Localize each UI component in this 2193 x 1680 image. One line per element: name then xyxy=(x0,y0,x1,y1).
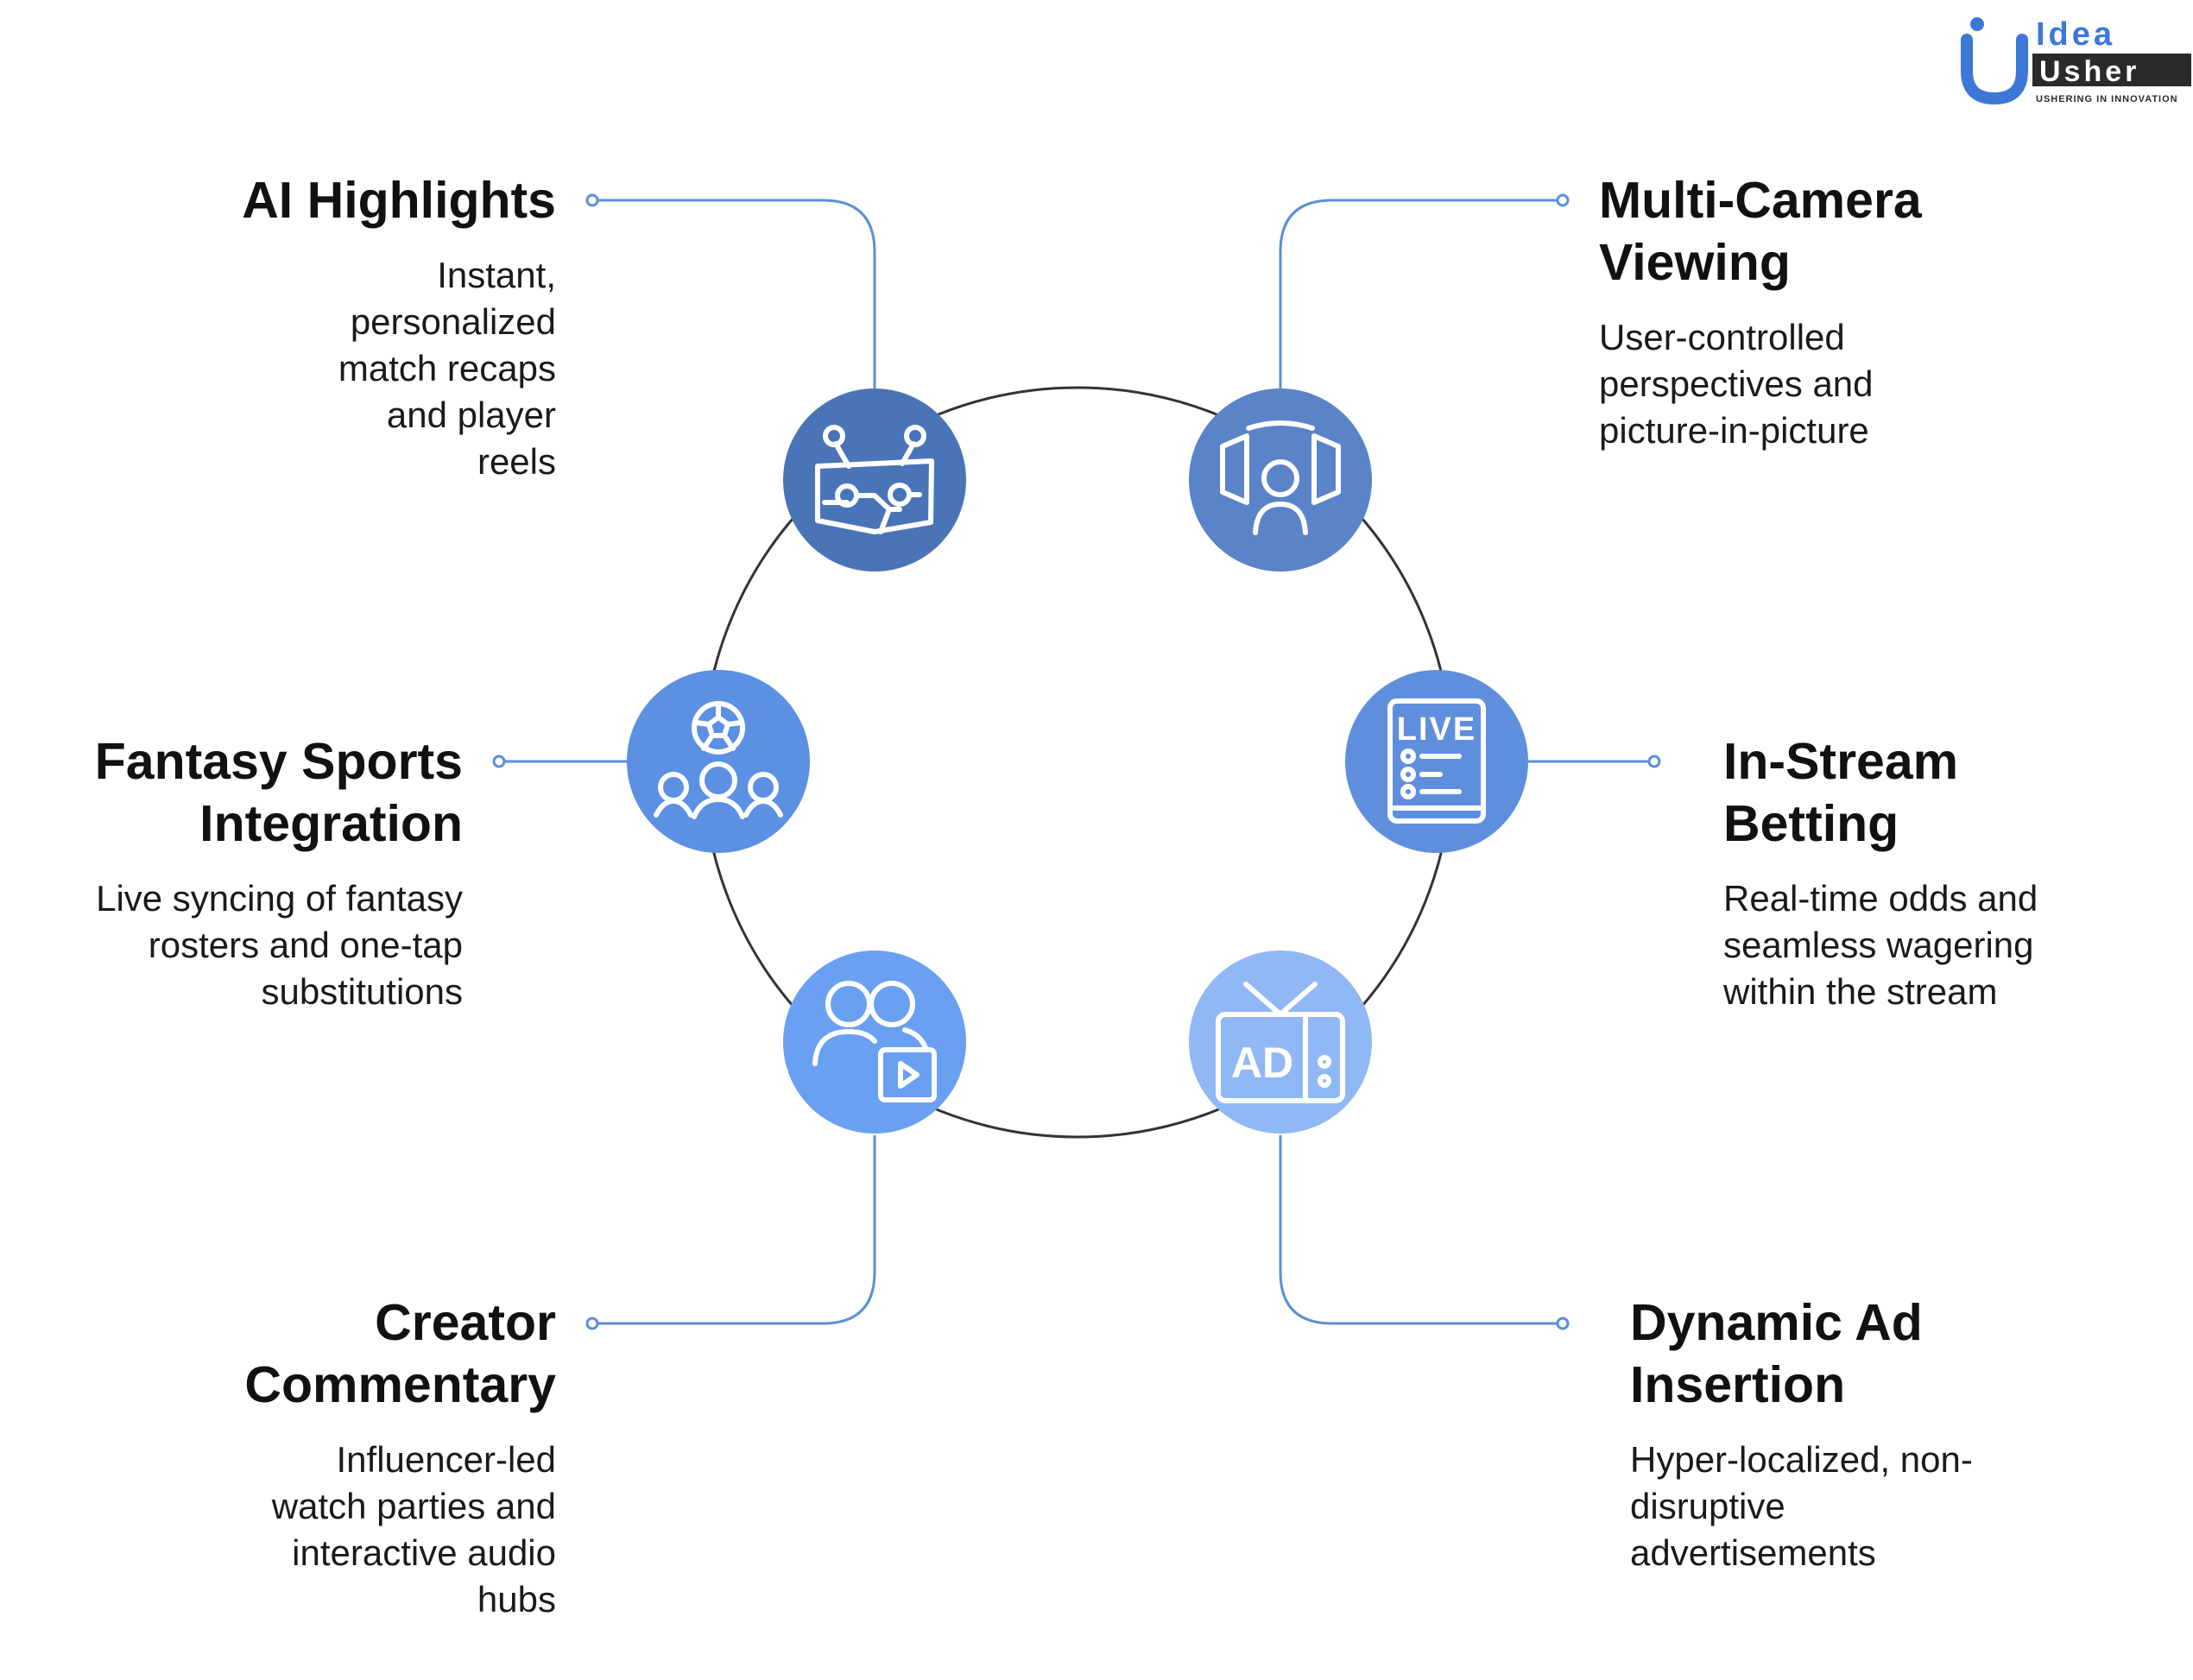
feature-title: Fantasy Sports Integration xyxy=(94,733,463,852)
feature-title: Multi-Camera Viewing xyxy=(1599,172,1922,291)
logo-u-mark xyxy=(1961,34,2028,105)
node-fantasy-sports xyxy=(627,670,810,853)
feature-description: Influencer-led watch parties and interac… xyxy=(271,1439,556,1620)
feature-multi-camera: Multi-Camera Viewing User-controlled per… xyxy=(1599,169,1962,454)
idea-usher-logo: Idea Usher USHERING IN INNOVATION xyxy=(1961,16,2191,105)
feature-description: Real-time odds and seamless wagering wit… xyxy=(1723,878,2038,1012)
logo-tagline: USHERING IN INNOVATION xyxy=(2036,94,2178,104)
ad-label: AD xyxy=(1231,1039,1293,1087)
logo-dot xyxy=(1970,17,1984,31)
feature-title: Creator Commentary xyxy=(244,1294,556,1413)
feature-creator-commentary: Creator Commentary Influencer-led watch … xyxy=(130,1292,556,1623)
connector-end-dots xyxy=(492,193,1661,1330)
feature-description: Instant, personalized match recaps and p… xyxy=(338,255,556,482)
connector-multi-camera xyxy=(1279,199,1563,388)
connector-lines xyxy=(499,199,1654,1325)
feature-title: Dynamic Ad Insertion xyxy=(1630,1294,1923,1413)
feature-ai-highlights: AI Highlights Instant, personalized matc… xyxy=(130,169,556,485)
node-creator-commentary xyxy=(783,951,966,1134)
node-in-stream-betting: LIVE xyxy=(1345,670,1528,853)
creator-play-icon xyxy=(812,981,937,1102)
multi-camera-viewer-icon xyxy=(1220,420,1341,535)
node-dynamic-ad: AD xyxy=(1189,951,1372,1134)
feature-in-stream-betting: In-Stream Betting Real-time odds and sea… xyxy=(1723,730,2086,1015)
logo-wordmark-usher: Usher xyxy=(2039,55,2139,88)
feature-description: Hyper-localized, non-disruptive advertis… xyxy=(1630,1439,1973,1573)
feature-description: Live syncing of fantasy rosters and one-… xyxy=(96,878,463,1012)
feature-dynamic-ad: Dynamic Ad Insertion Hyper-localized, no… xyxy=(1630,1292,2010,1576)
feature-description: User-controlled perspectives and picture… xyxy=(1599,317,1874,451)
fantasy-team-ball-icon xyxy=(654,701,783,819)
feature-title: In-Stream Betting xyxy=(1723,733,1959,852)
feature-fantasy-sports: Fantasy Sports Integration Live syncing … xyxy=(52,730,463,1015)
live-label: LIVE xyxy=(1397,711,1476,748)
node-ai-highlights xyxy=(783,388,966,572)
ai-robot-icon xyxy=(815,425,934,534)
connector-ai-highlights xyxy=(592,199,876,388)
connector-creator-commentary xyxy=(592,1135,876,1325)
live-betting-slip-icon xyxy=(1387,698,1486,824)
connector-dynamic-ad xyxy=(1279,1135,1563,1325)
ad-television-icon xyxy=(1216,982,1345,1103)
feature-title: AI Highlights xyxy=(242,172,556,229)
node-multi-camera xyxy=(1189,388,1372,572)
logo-wordmark-idea: Idea xyxy=(2036,16,2115,53)
